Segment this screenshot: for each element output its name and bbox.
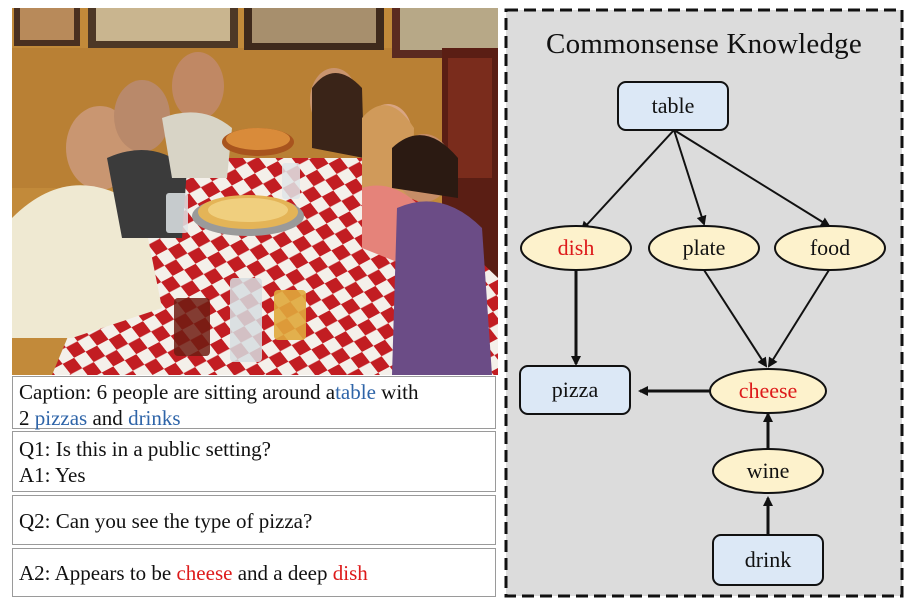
panel-title: Commonsense Knowledge (546, 28, 862, 60)
node-drink (712, 534, 824, 586)
answer-2-prefix: A2: Appears to be (19, 561, 177, 585)
node-label-wine: wine (746, 458, 790, 483)
edge-food-cheese (767, 269, 830, 368)
node-label-cheese: cheese (738, 378, 798, 403)
qa-box-2: Q2: Can you see the type of pizza? (12, 495, 496, 545)
caption-line-2: 2 pizzas and drinks (19, 405, 487, 431)
knowledge-panel: Commonsense Knowledge table dish plate f… (504, 8, 904, 598)
caption-text-and: and (87, 406, 129, 430)
answer-2: A2: Appears to be cheese and a deep dish (19, 560, 487, 586)
node-table (617, 81, 729, 131)
caption-keyword-pizzas: pizzas (34, 406, 88, 430)
node-label-pizza: pizza (551, 377, 599, 402)
node-wine (712, 448, 824, 494)
node-food (774, 225, 886, 271)
node-label-dish: dish (557, 235, 595, 260)
edge-table-food (673, 129, 831, 228)
node-label-drink: drink (744, 547, 792, 572)
caption-keyword-table: table (335, 380, 376, 404)
question-2: Q2: Can you see the type of pizza? (19, 509, 313, 533)
caption-keyword-drinks: drinks (128, 406, 181, 430)
edge-table-plate (673, 129, 707, 226)
question-1: Q1: Is this in a public setting? (19, 437, 271, 461)
edge-plate-cheese (703, 269, 768, 368)
node-label-plate: plate (682, 235, 726, 260)
caption-text: Caption: 6 people are sitting around a (19, 380, 336, 404)
node-dish (520, 225, 632, 271)
restaurant-photo (12, 8, 498, 375)
edge-table-dish (580, 129, 675, 232)
caption-box: Caption: 6 people are sitting around ata… (12, 376, 496, 431)
caption-text-mid: with (375, 380, 419, 404)
qa-box-3: A2: Appears to be cheese and a deep dish (12, 548, 496, 597)
node-plate (648, 225, 760, 271)
caption-text-count: 2 (19, 406, 35, 430)
node-pizza (519, 365, 631, 415)
answer-2-keyword-cheese: cheese (176, 561, 233, 585)
answer-2-keyword-dish: dish (332, 561, 368, 585)
answer-2-mid: and a deep (232, 561, 333, 585)
node-label-table: table (651, 93, 695, 118)
answer-1: A1: Yes (19, 463, 86, 487)
caption-line-1: Caption: 6 people are sitting around ata… (19, 379, 487, 405)
node-label-food: food (809, 235, 851, 260)
node-cheese (709, 368, 827, 414)
qa-box-1: Q1: Is this in a public setting? A1: Yes (12, 431, 496, 492)
